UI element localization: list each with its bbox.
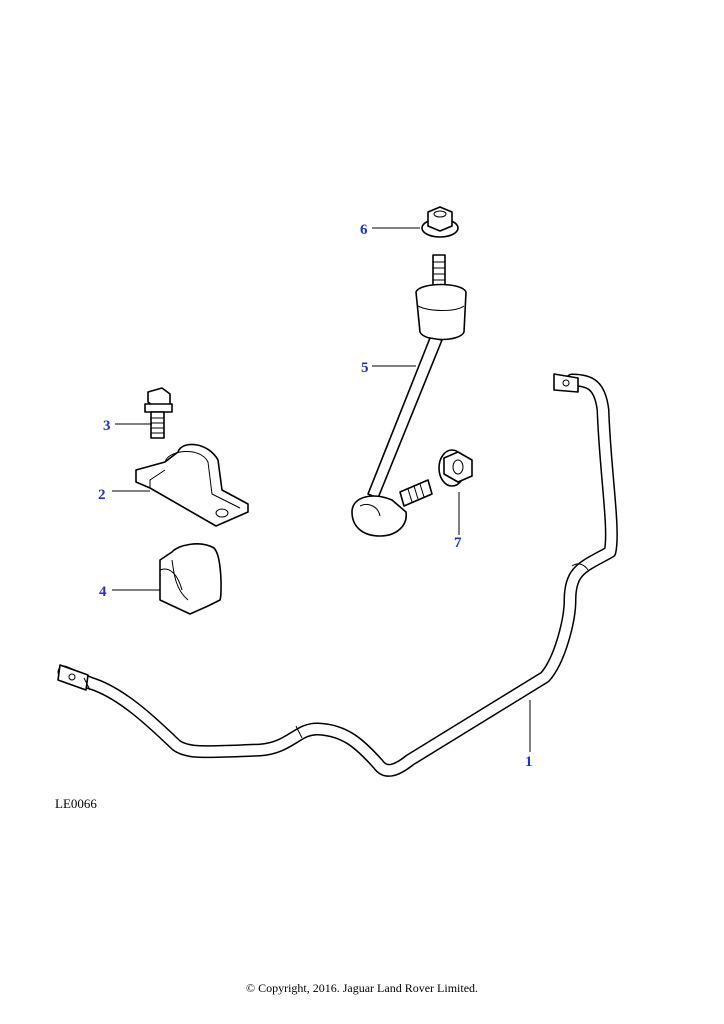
clamp-bolt[interactable] (144, 387, 173, 439)
callout-4[interactable]: 4 (99, 584, 107, 600)
lower-nut[interactable] (438, 449, 473, 487)
callout-7[interactable]: 7 (454, 535, 462, 551)
mounting-clamp[interactable] (135, 443, 249, 527)
stabilizer-link[interactable] (351, 254, 467, 537)
copyright-notice: © Copyright, 2016. Jaguar Land Rover Lim… (245, 981, 479, 995)
stabilizer-bar[interactable] (57, 373, 618, 777)
callout-3[interactable]: 3 (103, 418, 111, 434)
callout-6[interactable]: 6 (360, 222, 368, 238)
upper-nut[interactable] (421, 206, 459, 238)
callout-5[interactable]: 5 (361, 360, 369, 376)
callout-2[interactable]: 2 (98, 487, 106, 503)
bushing[interactable] (159, 543, 222, 615)
reference-code: LE0066 (55, 796, 97, 811)
callout-1[interactable]: 1 (525, 754, 533, 770)
